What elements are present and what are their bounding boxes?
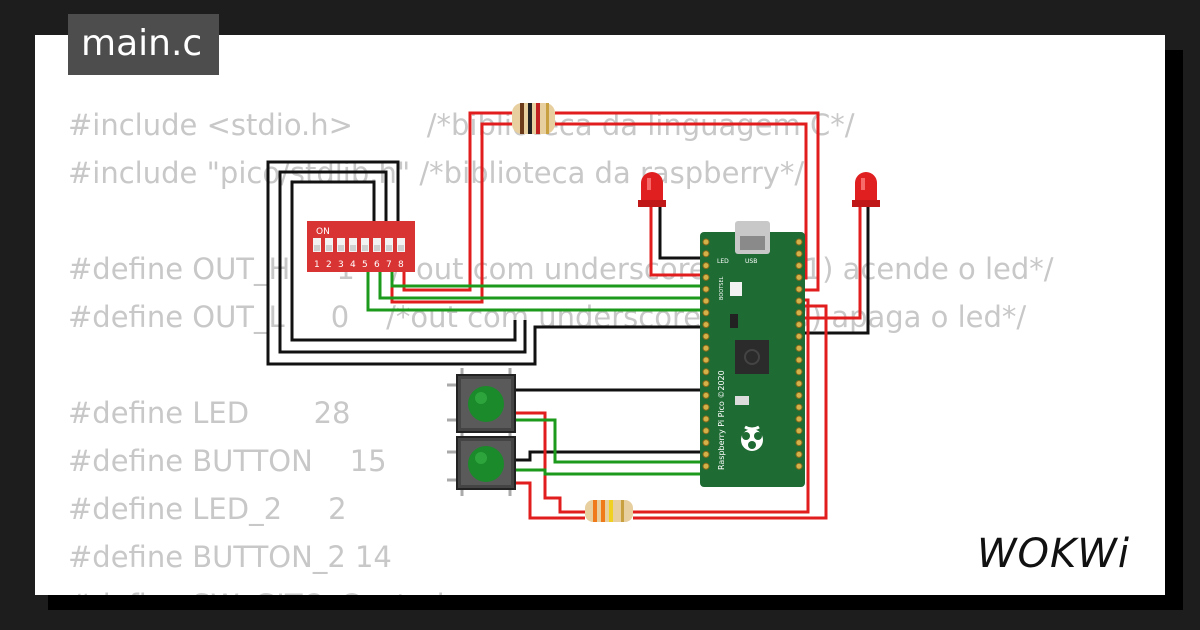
code-line: #define BUTTON_2 14 (68, 540, 392, 574)
pico-pin (795, 415, 803, 423)
dip-on-label: ON (316, 227, 330, 237)
pico-led-label: LED (717, 258, 729, 265)
pico-pin (702, 356, 710, 364)
push-button-2[interactable] (447, 436, 516, 496)
raspberry-logo-icon (741, 425, 763, 451)
pico-pin (795, 439, 803, 447)
pico-usb-label: USB (745, 258, 757, 265)
red-wires (390, 111, 862, 520)
wokwi-logo-text: WOKWi (977, 531, 1130, 577)
pico-pin (702, 439, 710, 447)
pico-pin (795, 321, 803, 329)
pico-pin (795, 238, 803, 246)
pico-pin (795, 450, 803, 458)
dip-switch-knob (398, 245, 404, 251)
file-tab-label: main.c (81, 23, 203, 64)
pico-pin (702, 391, 710, 399)
resistor-top (512, 103, 555, 134)
pico-pin (795, 273, 803, 281)
dip-switch-knob (338, 245, 344, 251)
pico-pin (702, 450, 710, 458)
dip-number: 2 (326, 260, 332, 270)
pico-pin (702, 297, 710, 305)
led-left (638, 172, 666, 207)
file-tab[interactable]: main.c (68, 14, 219, 75)
dip-switch-knob (386, 245, 392, 251)
pico-pin (795, 403, 803, 411)
dip-switch-knob (362, 245, 368, 251)
pico-pin (795, 309, 803, 317)
dip-keys[interactable] (313, 238, 405, 252)
pico-pin (702, 380, 710, 388)
raspberry-pi-pico: LED USB BOOTSEL Raspberry Pi Pico ©2020 (700, 221, 805, 487)
code-line: #define LED 28 (68, 396, 351, 430)
pico-pin (795, 462, 803, 470)
pico-pin (795, 427, 803, 435)
pico-pin (795, 380, 803, 388)
code-editor: #include <stdio.h> /*biblioteca da lingu… (68, 101, 1054, 595)
pico-pin (702, 344, 710, 352)
pico-pin (702, 273, 710, 281)
dip-number: 8 (398, 260, 404, 270)
pico-pin (702, 368, 710, 376)
pico-pin (795, 262, 803, 270)
pico-pin (795, 250, 803, 258)
dip-switch-knob (374, 245, 380, 251)
pico-pin (795, 297, 803, 305)
pico-pin (702, 427, 710, 435)
pico-pin (795, 391, 803, 399)
pico-board-text: Raspberry Pi Pico ©2020 (717, 370, 726, 470)
pico-pins (702, 238, 803, 470)
bootsel-button[interactable] (730, 282, 742, 296)
dip-number: 6 (374, 260, 380, 270)
project-preview-card: #include <stdio.h> /*biblioteca da lingu… (35, 35, 1165, 595)
pico-pin (795, 332, 803, 340)
pico-pin (702, 262, 710, 270)
pico-pin (702, 285, 710, 293)
dip-number: 4 (350, 260, 356, 270)
led-right (852, 172, 880, 207)
pico-bootsel-label: BOOTSEL (719, 276, 725, 300)
pico-pin (702, 415, 710, 423)
code-line: #define LED_2 2 (68, 492, 347, 526)
pico-pin (702, 403, 710, 411)
pico-pin (702, 321, 710, 329)
code-line: #define BUTTON 15 (68, 444, 387, 478)
dip-switch-knob (350, 245, 356, 251)
pico-pin (795, 285, 803, 293)
dip-number: 1 (314, 260, 320, 270)
dip-number: 7 (386, 260, 392, 270)
black-wires (266, 160, 870, 462)
dip-switch-knob (326, 245, 332, 251)
dip-number: 5 (362, 260, 368, 270)
code-line: #define SW_GITO_Control_... (68, 588, 496, 595)
rp2040-chip (735, 340, 769, 374)
resistor-bottom (585, 500, 633, 522)
pico-pin (702, 462, 710, 470)
pico-pin (702, 238, 710, 246)
pico-pin (795, 356, 803, 364)
wokwi-logo: WOKWi (977, 531, 1130, 577)
pico-pin (795, 368, 803, 376)
dip-switch-knob (314, 245, 320, 251)
pico-pin (702, 250, 710, 258)
push-button-1[interactable] (447, 368, 516, 438)
pico-pin (795, 344, 803, 352)
dip-number: 3 (338, 260, 344, 270)
pico-pin (702, 332, 710, 340)
pico-pin (702, 309, 710, 317)
green-wires (366, 270, 710, 476)
